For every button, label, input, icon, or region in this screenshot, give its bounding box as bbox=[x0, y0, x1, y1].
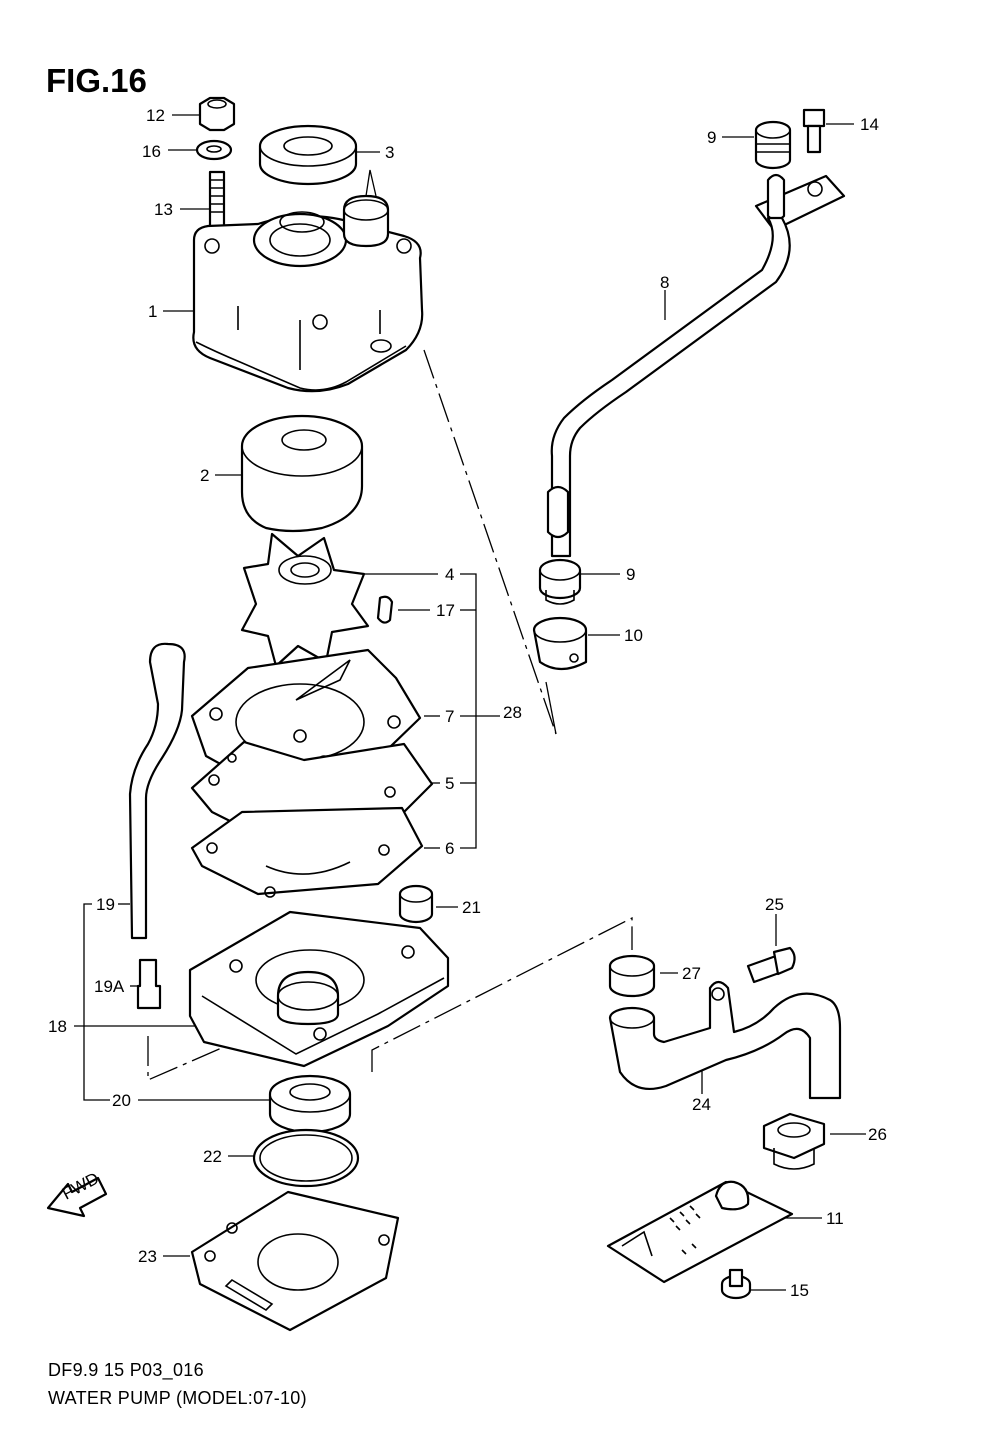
part-17-key bbox=[376, 595, 394, 624]
part-11-water-screen bbox=[606, 1180, 794, 1284]
callout-14: 14 bbox=[860, 115, 879, 134]
part-8-water-tube bbox=[546, 173, 846, 558]
callout-17: 17 bbox=[436, 601, 455, 620]
part-12-nut bbox=[198, 96, 236, 132]
callout-6: 6 bbox=[445, 839, 454, 858]
part-14-bolt bbox=[802, 108, 826, 154]
part-22-o-ring bbox=[252, 1128, 360, 1188]
part-20-oil-seal bbox=[268, 1074, 352, 1134]
callout-8: 8 bbox=[660, 273, 669, 292]
part-24-pipe bbox=[608, 980, 842, 1100]
callout-25: 25 bbox=[765, 895, 784, 914]
part-6-gasket bbox=[190, 806, 424, 898]
part-2-pump-liner bbox=[240, 414, 364, 533]
part-19-hose bbox=[128, 642, 186, 940]
callout-1: 1 bbox=[148, 302, 157, 321]
callout-13: 13 bbox=[154, 200, 173, 219]
part-27-grommet bbox=[608, 954, 656, 998]
leader-lines bbox=[74, 114, 866, 1291]
callout-11: 11 bbox=[826, 1209, 844, 1228]
figure-name: WATER PUMP (MODEL:07-10) bbox=[48, 1388, 307, 1408]
callout-22: 22 bbox=[203, 1147, 222, 1166]
part-15-screw bbox=[720, 1268, 752, 1300]
callout-23: 23 bbox=[138, 1247, 157, 1266]
callout-5: 5 bbox=[445, 774, 454, 793]
part-16-washer bbox=[195, 139, 233, 161]
callout-10: 10 bbox=[624, 626, 643, 645]
part-1-pump-case bbox=[192, 194, 424, 393]
part-4-impeller bbox=[240, 532, 370, 668]
part-3-seal bbox=[258, 124, 358, 186]
part-9-grommet-bottom bbox=[538, 558, 582, 605]
callout-9-top: 9 bbox=[707, 128, 716, 147]
callout-18: 18 bbox=[48, 1017, 67, 1036]
callout-3: 3 bbox=[385, 143, 394, 162]
part-25-bolt bbox=[746, 946, 796, 984]
callout-28: 28 bbox=[503, 703, 522, 722]
callout-26: 26 bbox=[868, 1125, 887, 1144]
callout-4: 4 bbox=[445, 565, 454, 584]
callout-27: 27 bbox=[682, 964, 701, 983]
callout-21: 21 bbox=[462, 898, 481, 917]
callout-19: 19 bbox=[96, 895, 115, 914]
figure-title: FIG.16 bbox=[46, 62, 147, 99]
callout-7: 7 bbox=[445, 707, 454, 726]
callout-20: 20 bbox=[112, 1091, 131, 1110]
part-10-collar bbox=[532, 616, 588, 671]
callout-9-bottom: 9 bbox=[626, 565, 635, 584]
figure-code: DF9.9 15 P03_016 bbox=[48, 1360, 204, 1380]
part-26-grommet bbox=[762, 1112, 826, 1170]
callout-16: 16 bbox=[142, 142, 161, 161]
part-23-gasket bbox=[190, 1190, 400, 1332]
callout-15: 15 bbox=[790, 1281, 809, 1300]
callout-labels: 12 16 13 3 1 2 9 14 8 9 10 4 17 7 28 5 6… bbox=[48, 106, 887, 1300]
fwd-arrow-icon: FWD bbox=[46, 1169, 108, 1218]
callout-24: 24 bbox=[692, 1095, 711, 1114]
callout-19a: 19A bbox=[94, 977, 125, 996]
callout-2: 2 bbox=[200, 466, 209, 485]
part-21-collar bbox=[398, 884, 434, 924]
part-18-lower-pump-case bbox=[188, 910, 450, 1068]
callout-12: 12 bbox=[146, 106, 165, 125]
part-19a-fitting bbox=[136, 958, 162, 1010]
part-9-grommet-top bbox=[754, 120, 792, 170]
